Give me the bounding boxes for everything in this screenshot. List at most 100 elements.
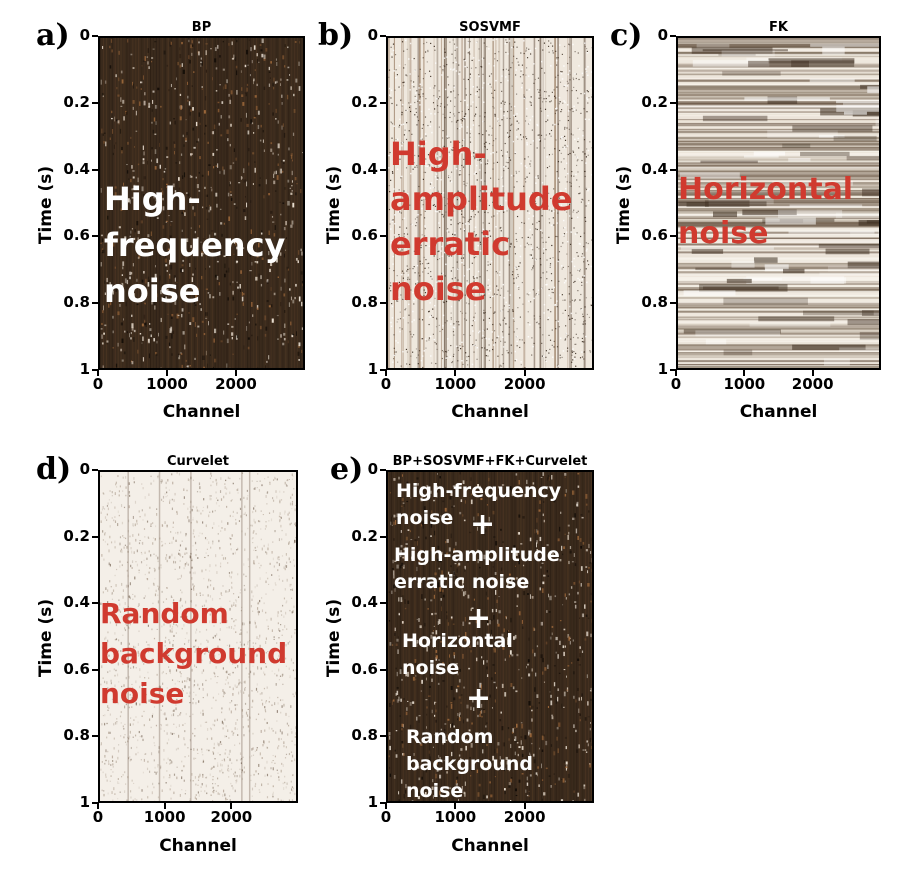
x-tick-label: 0	[380, 808, 392, 826]
y-tick-mark	[380, 602, 386, 605]
y-tick-label: 0	[367, 26, 378, 44]
y-tick-label: 0.8	[63, 726, 90, 745]
noise-annotation: High- amplitude erratic noise	[390, 135, 573, 308]
x-tick-mark	[166, 370, 168, 376]
x-tick-mark	[385, 370, 387, 376]
x-axis-label: Channel	[451, 836, 529, 856]
y-tick-mark	[380, 35, 386, 37]
plus-separator: +	[466, 681, 492, 716]
y-tick-label: 1	[79, 793, 90, 811]
x-tick-label: 0	[380, 375, 392, 393]
x-tick-label: 0	[92, 808, 104, 826]
y-tick-mark	[380, 469, 386, 471]
y-tick-label: 0.2	[641, 92, 668, 111]
combined-noise-annotation: Horizontal noise	[402, 630, 513, 679]
y-tick-mark	[92, 369, 98, 371]
heatmap-texture	[388, 472, 592, 801]
y-tick-mark	[380, 535, 386, 538]
x-tick-label: 2000	[210, 808, 253, 826]
y-tick-label: 0.8	[641, 293, 668, 312]
x-tick-label: 1000	[146, 375, 188, 393]
plus-separator: +	[470, 507, 496, 542]
panel-letter: c)	[610, 18, 643, 53]
x-axis-label: Channel	[451, 402, 529, 422]
y-axis-label: Time (s)	[36, 165, 56, 245]
y-tick-label: 0.6	[63, 659, 90, 678]
y-tick-mark	[92, 469, 98, 471]
heatmap-texture	[388, 38, 592, 368]
y-tick-label: 0.4	[63, 159, 90, 178]
y-tick-mark	[92, 235, 98, 238]
y-tick-label: 1	[657, 360, 668, 378]
y-tick-mark	[670, 168, 676, 171]
y-tick-mark	[380, 668, 386, 671]
y-tick-label: 0.6	[641, 226, 668, 245]
x-tick-mark	[675, 370, 677, 376]
y-tick-mark	[670, 302, 676, 305]
y-tick-mark	[380, 369, 386, 371]
x-tick-mark	[743, 370, 746, 376]
x-tick-label: 0	[92, 375, 104, 393]
x-tick-label: 2000	[503, 375, 546, 393]
x-tick-mark	[523, 803, 526, 809]
y-tick-label: 0.4	[351, 159, 378, 178]
y-tick-mark	[92, 535, 98, 538]
y-tick-label: 0.6	[63, 226, 90, 245]
y-tick-mark	[92, 602, 98, 605]
y-tick-mark	[380, 302, 386, 305]
y-tick-mark	[380, 802, 386, 804]
panel-title: FK	[769, 20, 788, 35]
noise-annotation: Random background noise	[100, 597, 288, 710]
x-tick-label: 2000	[215, 375, 257, 393]
noise-annotation: High- frequency noise	[104, 180, 286, 310]
heatmap-texture	[100, 472, 296, 801]
x-tick-label: 1000	[434, 375, 477, 393]
y-tick-label: 0.8	[351, 293, 378, 312]
x-tick-mark	[97, 803, 99, 809]
y-tick-mark	[92, 802, 98, 804]
x-tick-mark	[454, 803, 457, 809]
heatmap-texture	[100, 38, 303, 368]
y-tick-mark	[380, 235, 386, 238]
y-tick-label: 0	[79, 26, 90, 44]
y-tick-label: 0.4	[641, 159, 668, 178]
y-tick-mark	[92, 302, 98, 305]
x-axis-label: Channel	[159, 836, 237, 856]
noise-annotation: Horizontal noise	[678, 172, 854, 251]
y-tick-mark	[670, 369, 676, 371]
heatmap-texture	[678, 38, 879, 368]
heatmap-plot	[386, 36, 594, 370]
x-tick-label: 1000	[723, 375, 766, 393]
heatmap-plot	[98, 470, 298, 803]
panel-letter: e)	[330, 452, 364, 487]
y-tick-mark	[92, 101, 98, 104]
y-tick-label: 0.8	[351, 726, 378, 745]
y-tick-mark	[92, 735, 98, 738]
x-tick-label: 2000	[503, 808, 546, 826]
y-axis-label: Time (s)	[36, 598, 56, 678]
y-tick-mark	[92, 35, 98, 37]
x-tick-mark	[230, 803, 233, 809]
y-tick-mark	[670, 235, 676, 238]
y-tick-label: 0.6	[351, 226, 378, 245]
x-tick-mark	[523, 370, 526, 376]
y-tick-mark	[380, 735, 386, 738]
y-tick-label: 0	[657, 26, 668, 44]
y-tick-mark	[92, 668, 98, 671]
y-tick-mark	[670, 35, 676, 37]
y-tick-mark	[380, 168, 386, 171]
heatmap-plot	[676, 36, 881, 370]
x-tick-mark	[811, 370, 814, 376]
x-tick-mark	[385, 803, 387, 809]
panel-letter: a)	[36, 18, 70, 53]
y-tick-label: 1	[79, 360, 90, 378]
y-tick-mark	[92, 168, 98, 171]
y-tick-label: 0	[79, 460, 90, 478]
x-axis-label: Channel	[162, 402, 241, 422]
panel-title: Curvelet	[167, 454, 229, 469]
panel-title: BP+SOSVMF+FK+Curvelet	[392, 454, 588, 469]
y-tick-label: 0.4	[63, 593, 90, 612]
y-tick-mark	[380, 101, 386, 104]
panel-title: SOSVMF	[459, 20, 521, 35]
heatmap-plot	[98, 36, 305, 370]
